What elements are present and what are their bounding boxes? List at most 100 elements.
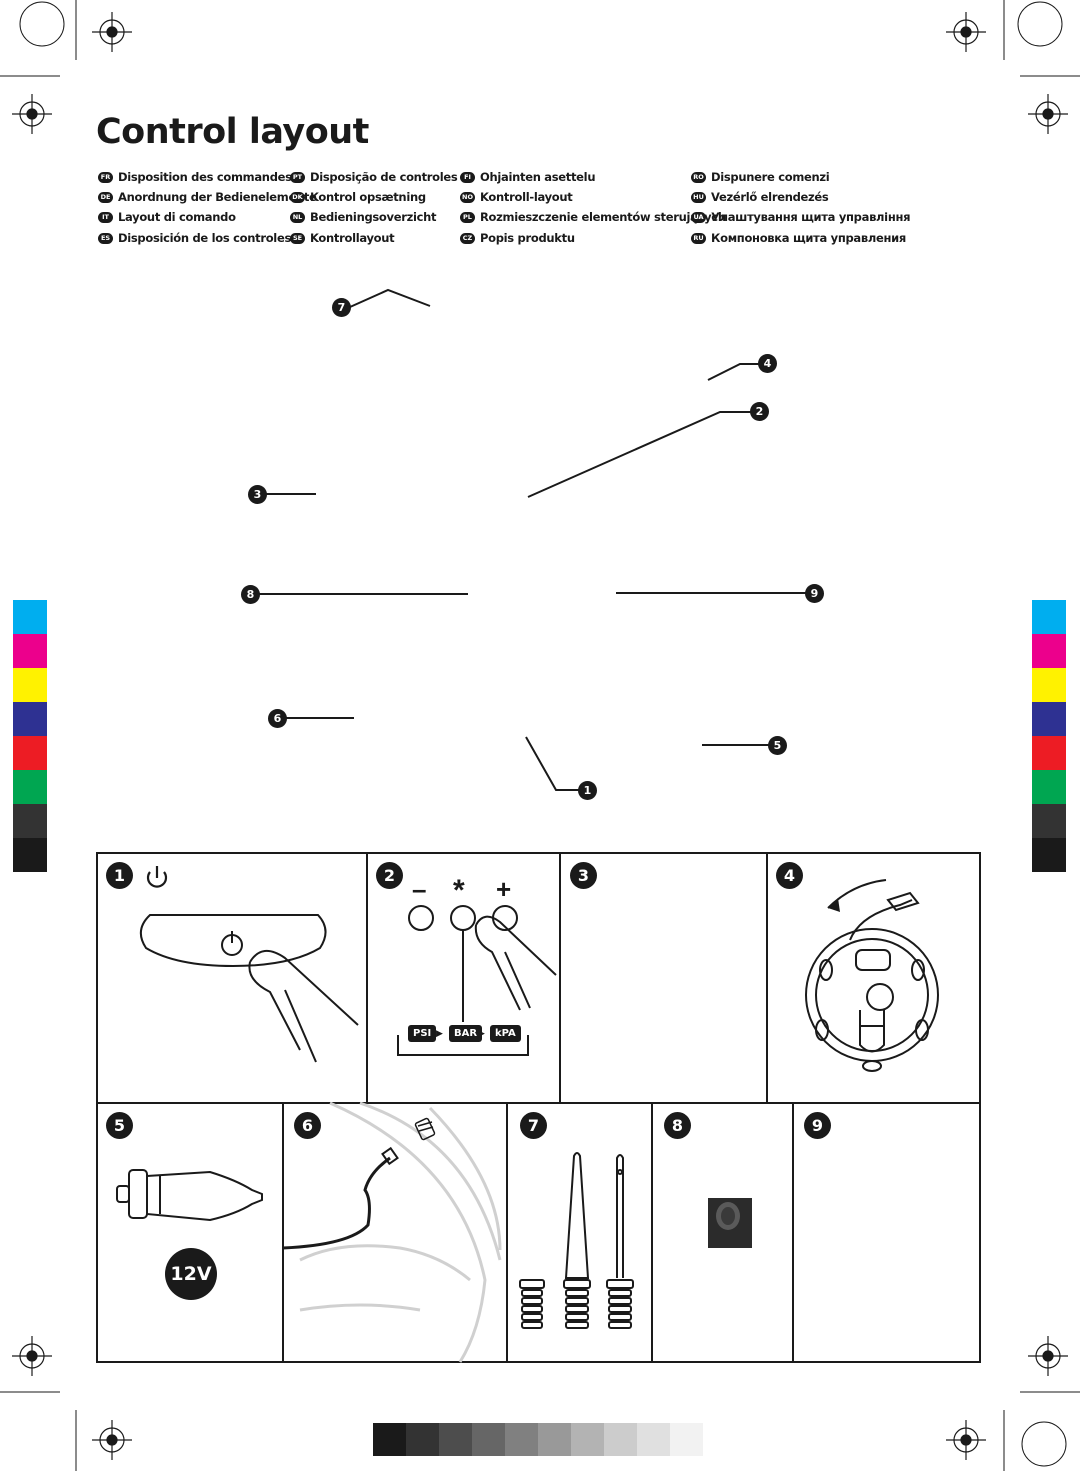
gray-swatch (406, 1423, 439, 1456)
arrow-icon: ▶ (436, 1028, 443, 1038)
language-item-es: ES Disposición de los controles (98, 231, 291, 245)
language-item-hu: HU Vezérlő elrendezés (691, 190, 829, 204)
language-item-se: SE Kontrollayout (290, 231, 395, 245)
language-code-badge: PT (290, 171, 305, 183)
language-item-ru: RU Компоновка щита управления (691, 231, 906, 245)
language-label: Rozmieszczenie elementów sterujących (480, 210, 726, 224)
color-swatch (13, 736, 47, 770)
color-swatch (1032, 702, 1066, 736)
language-label: Disposition des commandes (118, 170, 292, 184)
color-swatch (13, 804, 47, 838)
language-label: Vezérlő elrendezés (711, 190, 829, 204)
color-swatch (1032, 736, 1066, 770)
language-item-dk: DK Kontrol opsætning (290, 190, 426, 204)
power-symbol-icon (146, 866, 168, 888)
color-swatch (1032, 804, 1066, 838)
panel-grid (96, 852, 981, 1363)
language-label: Kontrol opsætning (310, 190, 426, 204)
panel-number-6: 6 (294, 1112, 321, 1139)
language-code-badge: UA (691, 211, 706, 223)
language-label: Kontrollayout (310, 231, 395, 245)
language-label: Disposición de los controles (118, 231, 291, 245)
starburst-bottom-right (1021, 1421, 1067, 1467)
language-label: Bedieningsoverzicht (310, 210, 437, 224)
panel-number-9: 9 (804, 1112, 831, 1139)
language-code-badge: SE (290, 232, 305, 244)
rotate-arrow-icon (828, 898, 840, 912)
gray-swatch (373, 1423, 406, 1456)
panel-number-4: 4 (776, 862, 803, 889)
callout-2: 2 (750, 402, 769, 421)
panel-number-5: 5 (106, 1112, 133, 1139)
language-code-badge: FR (98, 171, 113, 183)
language-label: Anordnung der Bedienelemente (118, 190, 317, 204)
color-swatch (1032, 600, 1066, 634)
hose-line (282, 1156, 391, 1250)
language-label: Улаштування щита управління (711, 210, 911, 224)
gray-swatch (505, 1423, 538, 1456)
arrow-icon: ▶ (478, 1028, 485, 1038)
color-swatch (1032, 668, 1066, 702)
unit-bar: BAR (449, 1025, 483, 1042)
callout-9: 9 (805, 584, 824, 603)
callout-5: 5 (768, 736, 787, 755)
gray-swatch (439, 1423, 472, 1456)
gray-swatch (670, 1423, 703, 1456)
language-code-badge: PL (460, 211, 475, 223)
page-title: Control layout (96, 112, 369, 152)
language-code-badge: HU (691, 191, 706, 203)
adapters-illustration (519, 1152, 634, 1329)
panel-number-2: 2 (376, 862, 403, 889)
valve-cap-icon (414, 1117, 436, 1141)
callout-8: 8 (241, 585, 260, 604)
star-label: * (453, 874, 465, 907)
callout-7: 7 (332, 298, 351, 317)
color-swatch (13, 600, 47, 634)
color-swatch (13, 668, 47, 702)
voltage-badge: 12V (165, 1248, 217, 1300)
language-code-badge: CZ (460, 232, 475, 244)
color-swatch (13, 838, 47, 872)
language-item-fr: FR Disposition des commandes (98, 170, 292, 184)
unit-buttons-illustration (397, 905, 557, 1056)
language-label: Disposição de controles (310, 170, 458, 184)
language-code-badge: NO (460, 191, 475, 203)
unit-kpa: kPA (490, 1025, 521, 1042)
color-swatch (1032, 838, 1066, 872)
color-swatch (1032, 770, 1066, 804)
leader-lines (258, 288, 806, 791)
language-code-badge: RO (691, 171, 706, 183)
panel-number-7: 7 (520, 1112, 547, 1139)
starburst-top-right (1017, 1, 1063, 47)
language-code-badge: ES (98, 232, 113, 244)
registration-targets (12, 12, 1068, 1460)
language-item-pt: PT Disposição de controles (290, 170, 458, 184)
language-code-badge: IT (98, 211, 113, 223)
hose-nozzle (381, 1146, 399, 1166)
gray-swatch (637, 1423, 670, 1456)
language-label: Popis produktu (480, 231, 575, 245)
callout-1: 1 (578, 781, 597, 800)
language-code-badge: DE (98, 191, 113, 203)
gray-swatch (538, 1423, 571, 1456)
language-label: Компоновка щита управления (711, 231, 906, 245)
minus-label: – (412, 874, 427, 904)
color-swatch (1032, 634, 1066, 668)
plus-label: + (496, 874, 512, 904)
wheel-hose-illustration (299, 1101, 502, 1363)
language-code-badge: RU (691, 232, 706, 244)
language-code-badge: FI (460, 171, 475, 183)
language-code-badge: DK (290, 191, 305, 203)
panel-number-8: 8 (664, 1112, 691, 1139)
starburst-top-left (19, 1, 65, 47)
callout-4: 4 (758, 354, 777, 373)
power-button-illustration (139, 914, 359, 1063)
language-label: Ohjainten asettelu (480, 170, 596, 184)
panel-number-1: 1 (106, 862, 133, 889)
callout-3: 3 (248, 485, 267, 504)
panel-number-3: 3 (570, 862, 597, 889)
